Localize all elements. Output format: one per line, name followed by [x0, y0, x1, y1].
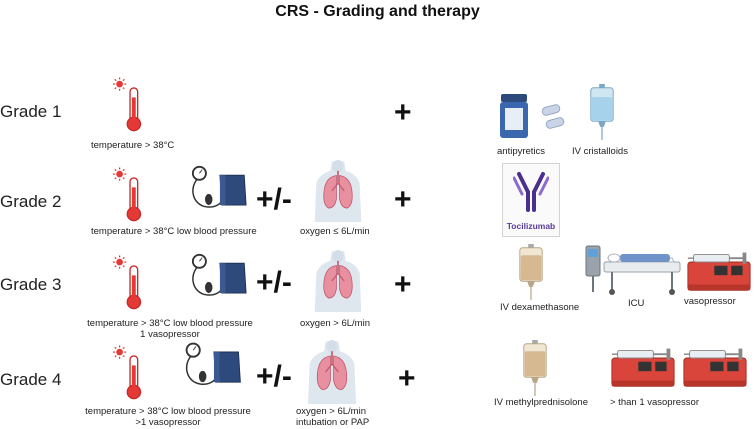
- plus-sign: +: [398, 362, 416, 395]
- oxygen-caption: oxygen ≤ 6L/min: [300, 226, 370, 237]
- antibody-icon: [513, 172, 549, 212]
- thermometer-icon: [112, 76, 150, 134]
- grade-4-label: Grade 4: [0, 370, 62, 389]
- oxygen-caption: oxygen > 6L/min: [300, 318, 370, 329]
- tocilizumab-box: Tocilizumab: [502, 163, 560, 237]
- pill-bottle-icon: [500, 94, 528, 138]
- thermometer-icon: [112, 254, 150, 312]
- plus-sign: +: [394, 183, 412, 216]
- syringe-pump-icon: [610, 344, 676, 388]
- grade-1-label: Grade 1: [0, 102, 62, 121]
- plus-minus-sign: +/-: [256, 183, 292, 216]
- plus-sign: +: [394, 268, 412, 301]
- syringe-pump-icon: [686, 248, 752, 292]
- plus-minus-sign: +/-: [256, 360, 292, 393]
- plus-minus-sign: +/-: [256, 266, 292, 299]
- iv-cristalloids-label: IV cristalloids: [572, 146, 628, 157]
- iv-dexamethasone-label: IV dexamethasone: [500, 302, 580, 313]
- temperature-caption: temperature > 38°C low blood pressure: [87, 318, 253, 329]
- diagram-title: CRS - Grading and therapy: [275, 3, 480, 20]
- icu-label: ICU: [628, 298, 645, 309]
- thermometer-icon: [112, 166, 150, 224]
- iv-methylprednisolone-label: IV methylprednisolone: [494, 397, 588, 408]
- oxygen-caption: oxygen > 6L/min: [296, 406, 366, 417]
- lungs-icon: [308, 160, 368, 222]
- pills-icon: [541, 104, 565, 129]
- blood-pressure-cuff-icon: [186, 164, 252, 220]
- iv-bag-icon: [521, 340, 549, 396]
- thermometer-icon: [112, 344, 150, 402]
- temperature-caption: temperature > 38°C: [91, 140, 175, 151]
- blood-pressure-cuff-icon: [186, 252, 252, 308]
- grade-3-label: Grade 3: [0, 275, 62, 294]
- vasopressor-caption: 1 vasopressor: [140, 329, 200, 340]
- temperature-caption: temperature > 38°C low blood pressure: [91, 226, 257, 237]
- tocilizumab-label: Tocilizumab: [506, 221, 556, 231]
- lungs-icon: [308, 250, 368, 312]
- blood-pressure-cuff-icon: [180, 340, 246, 398]
- lungs-icon: [302, 340, 362, 404]
- iv-bag-icon: [517, 244, 545, 300]
- syringe-pump-icon: [682, 344, 748, 388]
- temperature-caption: temperature > 38°C low blood pressure: [85, 406, 251, 417]
- more-than-one-vasopressor-label: > than 1 vasopressor: [610, 397, 699, 408]
- vasopressor-label: vasopressor: [684, 296, 736, 307]
- antipyretics-label: antipyretics: [497, 146, 546, 157]
- plus-sign: +: [394, 96, 412, 129]
- intubation-caption: intubation or PAP: [296, 417, 370, 428]
- vasopressor-caption: >1 vasopressor: [135, 417, 201, 428]
- grade-2-label: Grade 2: [0, 192, 62, 211]
- iv-bag-icon: [588, 84, 616, 140]
- hospital-bed-icon: [585, 245, 681, 295]
